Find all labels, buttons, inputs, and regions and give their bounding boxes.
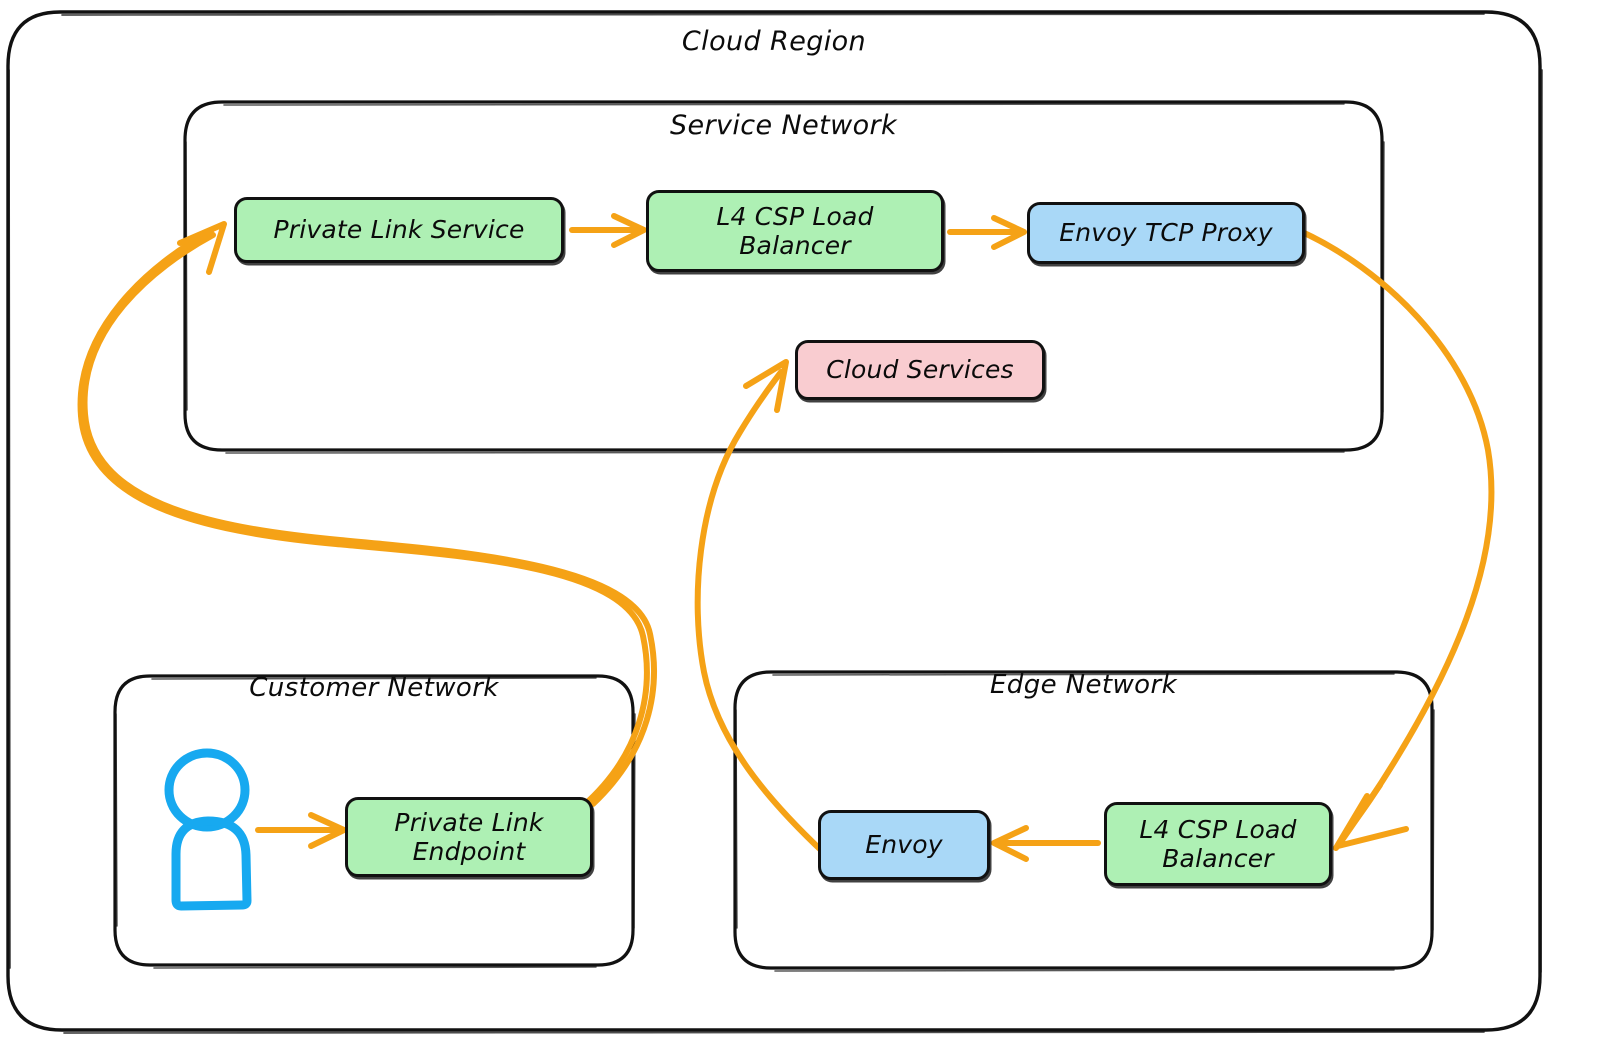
arrow-private-link-endpoint-to-private-link-service xyxy=(77,221,657,809)
group-customer-network xyxy=(113,674,636,969)
service-network-title: Service Network xyxy=(669,110,898,141)
arrow-envoy-tcp-proxy-to-edge-l4-lb xyxy=(1297,228,1495,851)
actor-customer-icon xyxy=(164,748,252,911)
diagram-arrows xyxy=(77,213,1495,862)
arrow-envoy-to-cloud-services xyxy=(694,359,826,855)
node-service-l4-load-balancer[interactable]: L4 CSP Load Balancer xyxy=(646,190,944,272)
node-cloud-services[interactable]: Cloud Services xyxy=(795,340,1045,400)
arrow-service-l4-lb-to-envoy-tcp-proxy xyxy=(947,215,1027,250)
cloud-region-title: Cloud Region xyxy=(681,26,867,57)
group-edge-network xyxy=(733,670,1435,972)
arrow-edge-l4-lb-to-envoy xyxy=(991,825,1101,862)
node-private-link-endpoint[interactable]: Private Link Endpoint xyxy=(345,797,593,877)
arrow-private-link-service-to-service-l4-lb xyxy=(569,213,647,248)
edge-network-title: Edge Network xyxy=(989,670,1178,700)
node-envoy-tcp-proxy[interactable]: Envoy TCP Proxy xyxy=(1027,202,1305,264)
customer-network-title: Customer Network xyxy=(249,673,499,703)
arrow-actor-to-private-link-endpoint xyxy=(255,812,347,849)
node-private-link-service[interactable]: Private Link Service xyxy=(234,197,564,263)
group-cloud-region xyxy=(6,10,1543,1034)
node-edge-l4-load-balancer[interactable]: L4 CSP Load Balancer xyxy=(1104,802,1332,886)
node-envoy[interactable]: Envoy xyxy=(818,810,990,880)
group-service-network xyxy=(183,100,1385,454)
